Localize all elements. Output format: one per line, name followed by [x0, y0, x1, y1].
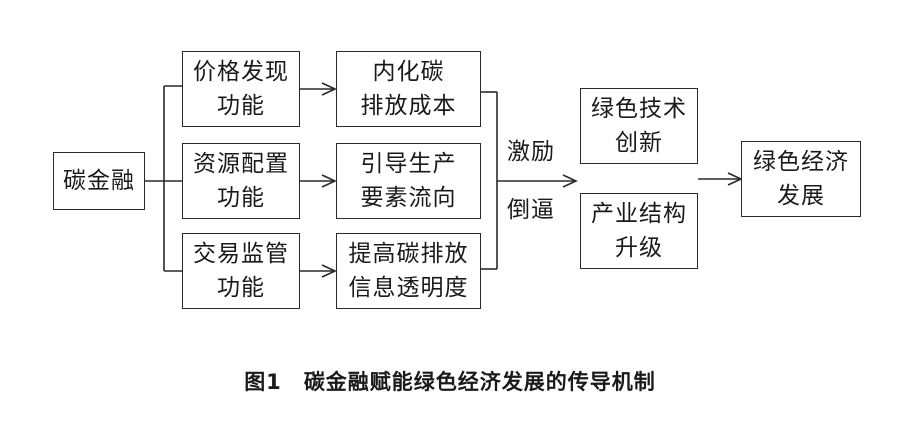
edge-label-incentive: 激励: [507, 139, 555, 165]
node-green-development: 绿色经济 发展: [741, 141, 861, 217]
node-trade-regulation-label: 交易监管 功能: [193, 241, 289, 301]
node-industry-upgrade-label: 产业结构 升级: [591, 201, 687, 261]
arrowhead: [321, 82, 337, 96]
node-info-transparency-label: 提高碳排放 信息透明度: [348, 241, 469, 301]
node-guide-factors-label: 引导生产 要素流向: [360, 151, 457, 211]
figure-title: 碳金融赋能绿色经济发展的传导机制: [303, 370, 656, 394]
node-carbon-finance: 碳金融: [53, 152, 145, 210]
edge-label-force: 倒逼: [507, 197, 555, 223]
node-green-development-label: 绿色经济 发展: [753, 149, 849, 209]
node-info-transparency: 提高碳排放 信息透明度: [336, 233, 481, 309]
node-trade-regulation: 交易监管 功能: [182, 233, 300, 309]
figure-caption: 图1 碳金融赋能绿色经济发展的传导机制: [0, 366, 900, 396]
node-guide-factors: 引导生产 要素流向: [336, 143, 481, 219]
arrowhead: [321, 264, 337, 278]
node-price-discovery: 价格发现 功能: [182, 51, 300, 127]
node-internalize-cost: 内化碳 排放成本: [336, 51, 481, 127]
node-resource-allocation: 资源配置 功能: [182, 143, 300, 219]
figure-number: 图1: [244, 370, 282, 394]
node-green-tech: 绿色技术 创新: [580, 88, 698, 164]
arrowhead: [562, 174, 578, 188]
node-green-tech-label: 绿色技术 创新: [591, 96, 687, 156]
node-resource-allocation-label: 资源配置 功能: [193, 151, 289, 211]
arrowhead: [321, 174, 337, 188]
node-price-discovery-label: 价格发现 功能: [193, 59, 289, 119]
node-industry-upgrade: 产业结构 升级: [580, 193, 698, 269]
node-carbon-finance-label: 碳金融: [63, 168, 135, 194]
node-internalize-cost-label: 内化碳 排放成本: [360, 59, 457, 119]
